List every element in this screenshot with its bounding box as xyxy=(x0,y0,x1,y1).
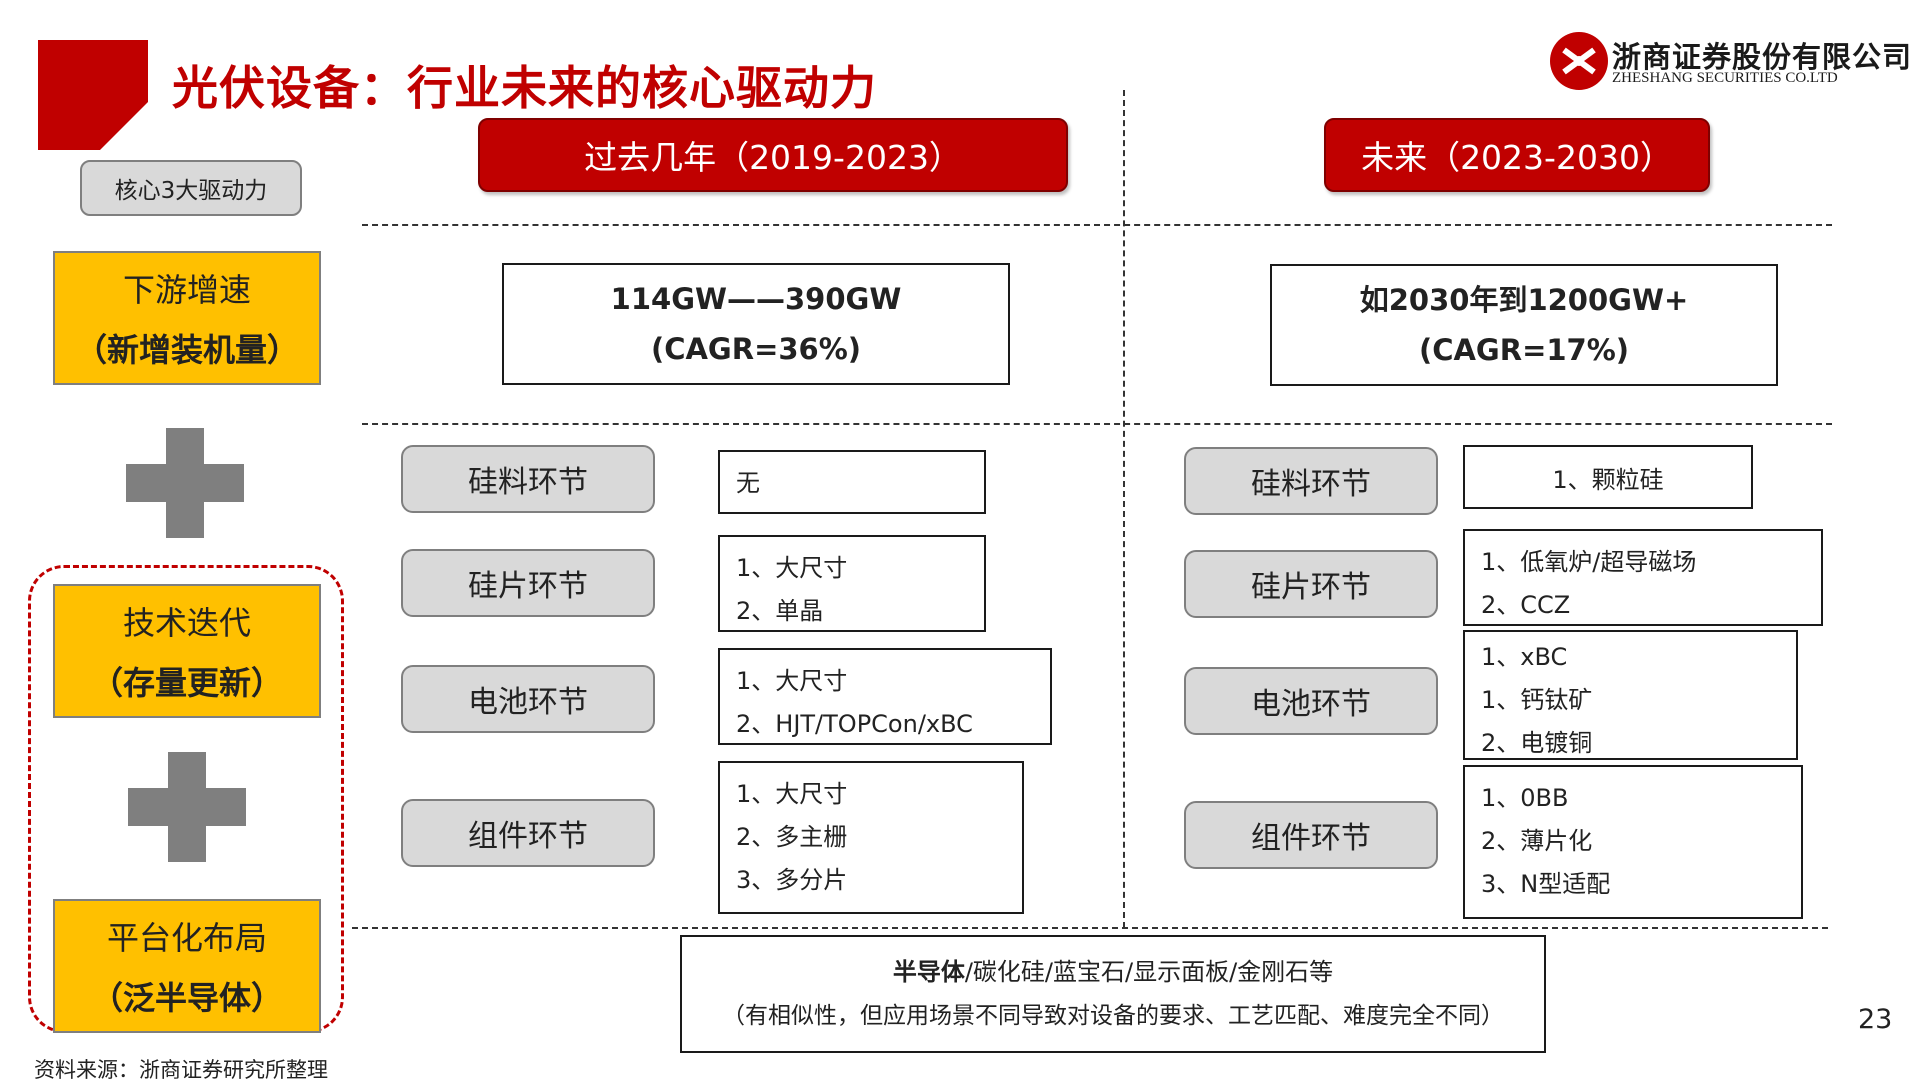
future-stage-cell-items: 1、xBC 1、钙钛矿 2、电镀铜 xyxy=(1463,630,1798,760)
divider-middle xyxy=(362,423,1832,425)
past-growth-box: 114GW——390GW (CAGR=36%) xyxy=(502,263,1010,385)
stage-label: 电池环节 xyxy=(468,685,588,720)
zheshang-logo-icon xyxy=(1550,32,1608,90)
list-item: 2、多主栅 xyxy=(736,823,848,851)
growth-cagr: (CAGR=17%) xyxy=(1418,333,1630,367)
list-item: 1、低氧炉/超导磁场 xyxy=(1481,548,1697,576)
growth-range: 如2030年到1200GW+ xyxy=(1359,283,1689,317)
list-item: 1、颗粒硅 xyxy=(1552,465,1664,494)
pan-semiconductor-list: 半导体/碳化硅/蓝宝石/显示面板/金刚石等 xyxy=(893,950,1333,994)
growth-cagr: (CAGR=36%) xyxy=(650,332,862,366)
other-sectors: /碳化硅/蓝宝石/显示面板/金刚石等 xyxy=(964,958,1334,986)
highlight-semiconductor: 半导体 xyxy=(892,958,965,986)
list-item: 2、CCZ xyxy=(1481,591,1571,619)
past-stage-wafer: 硅片环节 xyxy=(401,549,655,617)
stage-label: 硅片环节 xyxy=(468,569,588,604)
list-item: 1、钙钛矿 xyxy=(1481,686,1593,714)
list-item: 无 xyxy=(736,469,760,497)
pan-semiconductor-box: 半导体/碳化硅/蓝宝石/显示面板/金刚石等 （有相似性，但应用场景不同导致对设备… xyxy=(680,935,1546,1053)
future-stage-silicon-material: 硅料环节 xyxy=(1184,447,1438,515)
list-item: 2、薄片化 xyxy=(1481,827,1593,855)
stage-label: 硅料环节 xyxy=(1251,467,1371,502)
plus-icon xyxy=(128,752,246,862)
future-stage-module: 组件环节 xyxy=(1184,801,1438,869)
list-item: 1、xBC xyxy=(1481,643,1568,671)
driver-subtitle: （泛半导体） xyxy=(90,979,283,1017)
list-item: 2、电镀铜 xyxy=(1481,729,1593,757)
future-stage-wafer: 硅片环节 xyxy=(1184,550,1438,618)
driver-platform-layout: 平台化布局 （泛半导体） xyxy=(53,899,321,1033)
future-stage-module-items: 1、0BB 2、薄片化 3、N型适配 xyxy=(1463,765,1803,919)
stage-label: 电池环节 xyxy=(1251,687,1371,722)
pan-semiconductor-note: （有相似性，但应用场景不同导致对设备的要求、工艺匹配、难度完全不同） xyxy=(722,1003,1504,1029)
drivers-label-text: 核心3大驱动力 xyxy=(114,178,268,204)
driver-subtitle: （存量更新） xyxy=(90,664,283,702)
past-header-text: 过去几年（2019-2023） xyxy=(584,138,962,177)
list-item: 2、单晶 xyxy=(736,597,824,625)
list-item: 1、大尺寸 xyxy=(736,667,848,695)
stage-label: 组件环节 xyxy=(468,819,588,854)
page-title: 光伏设备：行业未来的核心驱动力 xyxy=(172,61,877,115)
list-item: 1、大尺寸 xyxy=(736,780,848,808)
future-stage-cell: 电池环节 xyxy=(1184,667,1438,735)
stage-label: 组件环节 xyxy=(1251,821,1371,856)
list-item: 2、HJT/TOPCon/xBC xyxy=(736,710,973,738)
driver-downstream-growth: 下游增速 （新增装机量） xyxy=(53,251,321,385)
stage-label: 硅片环节 xyxy=(1251,570,1371,605)
driver-title: 平台化布局 xyxy=(106,919,267,957)
future-stage-silicon-material-items: 1、颗粒硅 xyxy=(1463,445,1753,509)
stage-label: 硅料环节 xyxy=(468,465,588,500)
column-divider xyxy=(1123,90,1125,928)
past-stage-silicon-material: 硅料环节 xyxy=(401,445,655,513)
past-stage-cell-items: 1、大尺寸 2、HJT/TOPCon/xBC xyxy=(718,648,1052,745)
past-stage-cell: 电池环节 xyxy=(401,665,655,733)
list-item: 3、N型适配 xyxy=(1481,870,1611,898)
past-stage-wafer-items: 1、大尺寸 2、单晶 xyxy=(718,535,986,632)
drivers-label: 核心3大驱动力 xyxy=(80,160,302,216)
future-header-text: 未来（2023-2030） xyxy=(1361,138,1673,177)
past-stage-silicon-material-items: 无 xyxy=(718,450,986,514)
past-stage-module: 组件环节 xyxy=(401,799,655,867)
page-number: 23 xyxy=(1858,1004,1893,1035)
driver-subtitle: （新增装机量） xyxy=(74,331,299,369)
company-name: 浙商证券股份有限公司 xyxy=(1612,40,1913,74)
future-header: 未来（2023-2030） xyxy=(1324,118,1710,192)
divider-top xyxy=(362,224,1832,226)
driver-tech-iteration: 技术迭代 （存量更新） xyxy=(53,584,321,718)
source-note: 资料来源：浙商证券研究所整理 xyxy=(34,1058,328,1082)
future-growth-box: 如2030年到1200GW+ (CAGR=17%) xyxy=(1270,264,1778,386)
past-stage-module-items: 1、大尺寸 2、多主栅 3、多分片 xyxy=(718,761,1024,914)
divider-bottom xyxy=(352,927,1828,929)
driver-title: 技术迭代 xyxy=(122,604,251,642)
future-stage-wafer-items: 1、低氧炉/超导磁场 2、CCZ xyxy=(1463,529,1823,626)
company-name-en: ZHESHANG SECURITIES CO.LTD xyxy=(1612,70,1838,86)
list-item: 1、0BB xyxy=(1481,784,1569,812)
past-header: 过去几年（2019-2023） xyxy=(478,118,1068,192)
driver-title: 下游增速 xyxy=(122,271,251,309)
list-item: 1、大尺寸 xyxy=(736,554,848,582)
list-item: 3、多分片 xyxy=(736,866,848,894)
growth-range: 114GW——390GW xyxy=(610,282,902,316)
corner-decoration xyxy=(38,40,148,150)
plus-icon xyxy=(126,428,244,538)
